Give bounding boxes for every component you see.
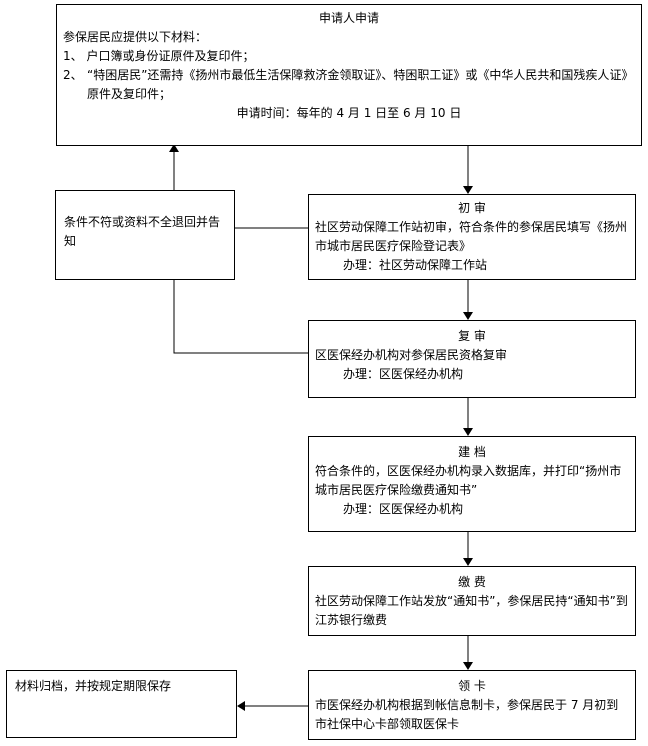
- apply-time: 申请时间：每年的 4 月 1 日至 6 月 10 日: [236, 106, 462, 120]
- apply-item-2-text: “特困居民”还需持《扬州市最低生活保障救济金领取证》、特困职工证》或《中华人民共…: [87, 68, 634, 101]
- card-box: 领 卡 市医保经办机构根据到帐信息制卡，参保居民于 7 月初到市社保中心卡部领取…: [308, 670, 636, 740]
- apply-item-1: 1、 户口簿或身份证原件及复印件；: [63, 49, 255, 63]
- payment-title: 缴 费: [458, 575, 486, 589]
- reject-text: 条件不符或资料不全退回并告知: [64, 215, 221, 248]
- first-review-title: 初 审: [458, 201, 486, 215]
- filing-body: 符合条件的，区医保经办机构录入数据库，并打印“扬州市城市居民医疗保险缴费通知书”: [315, 464, 622, 497]
- reject-box: 条件不符或资料不全退回并告知: [55, 190, 235, 280]
- line-second-review-to-reject: [173, 280, 308, 354]
- card-body: 市医保经办机构根据到帐信息制卡，参保居民于 7 月初到市社保中心卡部领取医保卡: [315, 698, 619, 731]
- payment-body: 社区劳动保障工作站发放“通知书”，参保居民持“通知书”到江苏银行缴费: [315, 594, 628, 627]
- first-review-handler: 办理：社区劳动保障工作站: [343, 258, 488, 272]
- arrowhead-second-review: [463, 312, 473, 320]
- apply-intro: 参保居民应提供以下材料：: [63, 30, 208, 44]
- archive-box: 材料归档，并按规定期限保存: [6, 670, 237, 738]
- filing-box: 建 档 符合条件的，区医保经办机构录入数据库，并打印“扬州市城市居民医疗保险缴费…: [308, 436, 636, 532]
- arrowhead-filing: [463, 428, 473, 436]
- arrowhead-archive: [237, 701, 245, 711]
- filing-handler: 办理：区医保经办机构: [343, 502, 464, 516]
- second-review-box: 复 审 区医保经办机构对参保居民资格复审 办理：区医保经办机构: [308, 320, 636, 398]
- second-review-title: 复 审: [458, 329, 486, 343]
- second-review-handler: 办理：区医保经办机构: [343, 367, 464, 381]
- second-review-body: 区医保经办机构对参保居民资格复审: [315, 348, 508, 362]
- first-review-box: 初 审 社区劳动保障工作站初审，符合条件的参保居民填写《扬州市城市居民医疗保险登…: [308, 194, 636, 280]
- apply-title: 申请人申请: [318, 11, 379, 25]
- payment-box: 缴 费 社区劳动保障工作站发放“通知书”，参保居民持“通知书”到江苏银行缴费: [308, 566, 636, 636]
- card-title: 领 卡: [458, 679, 486, 693]
- first-review-body: 社区劳动保障工作站初审，符合条件的参保居民填写《扬州市城市居民医疗保险登记表》: [315, 220, 628, 253]
- archive-text: 材料归档，并按规定期限保存: [15, 679, 172, 693]
- arrowhead-card: [463, 662, 473, 670]
- apply-box: 申请人申请 参保居民应提供以下材料： 1、 户口簿或身份证原件及复印件； 2、 …: [56, 4, 642, 146]
- arrowhead-first-review: [463, 186, 473, 194]
- arrowhead-apply: [169, 144, 179, 152]
- apply-item-2: 2、 “特困居民”还需持《扬州市最低生活保障救济金领取证》、特困职工证》或《中华…: [63, 66, 635, 104]
- filing-title: 建 档: [458, 445, 486, 459]
- apply-item-2-number: 2、: [63, 68, 83, 82]
- arrowhead-payment: [463, 558, 473, 566]
